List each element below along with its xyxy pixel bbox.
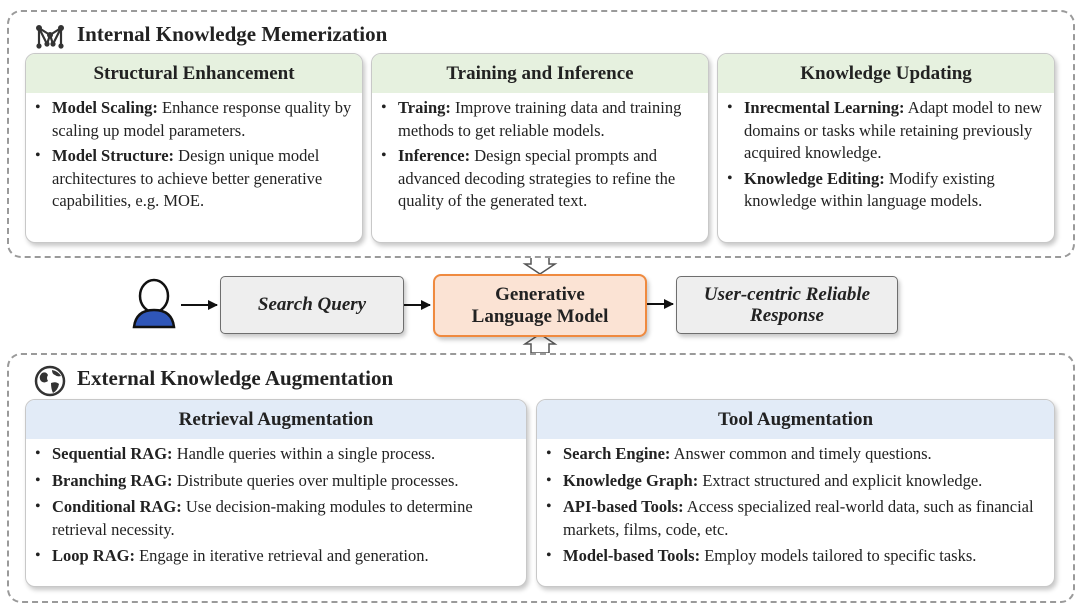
model-label-line1: Generative [495,283,585,305]
external-knowledge-section: External Knowledge Augmentation Retrieva… [7,353,1075,603]
card-tool-augmentation: Tool Augmentation Search Engine: Answer … [536,399,1055,587]
card-title: Tool Augmentation [537,400,1054,439]
card-structural-enhancement: Structural Enhancement Model Scaling: En… [25,53,363,243]
list-item: Search Engine: Answer common and timely … [546,443,1046,466]
search-query-box: Search Query [220,276,404,334]
external-section-title: External Knowledge Augmentation [77,366,394,390]
list-item: Branching RAG: Distribute queries over m… [35,470,518,493]
network-icon [36,25,64,49]
list-item: Model Scaling: Enhance response quality … [35,97,354,142]
internal-section-title: Internal Knowledge Memerization [77,22,388,46]
list-item: Conditional RAG: Use decision-making mod… [35,496,518,541]
list-item: Sequential RAG: Handle queries within a … [35,443,518,466]
list-item: Knowledge Editing: Modify existing knowl… [727,168,1046,213]
list-item: API-based Tools: Access specialized real… [546,496,1046,541]
card-knowledge-updating: Knowledge Updating Inrecmental Learning:… [717,53,1055,243]
list-item: Loop RAG: Engage in iterative retrieval … [35,545,518,568]
reliable-response-box: User-centric Reliable Response [676,276,898,334]
card-title: Retrieval Augmentation [26,400,526,439]
card-retrieval-augmentation: Retrieval Augmentation Sequential RAG: H… [25,399,527,587]
card-title: Knowledge Updating [718,54,1054,93]
response-label-line2: Response [750,305,824,326]
internal-knowledge-section: Internal Knowledge Memerization Structur… [7,10,1075,258]
list-item: Knowledge Graph: Extract structured and … [546,470,1046,493]
list-item: Traing: Improve training data and traini… [381,97,700,142]
list-item: Model-based Tools: Employ models tailore… [546,545,1046,568]
card-title: Structural Enhancement [26,54,362,93]
list-item: Model Structure: Design unique model arc… [35,145,354,213]
response-label-line1: User-centric Reliable [703,284,871,305]
generative-language-model-box: Generative Language Model [433,274,647,337]
globe-icon [34,365,66,397]
card-title: Training and Inference [372,54,708,93]
list-item: Inference: Design special prompts and ad… [381,145,700,213]
arrow-up-from-external [522,333,558,354]
card-training-and-inference: Training and Inference Traing: Improve t… [371,53,709,243]
model-label-line2: Language Model [471,305,609,327]
list-item: Inrecmental Learning: Adapt model to new… [727,97,1046,165]
user-icon [132,278,176,329]
